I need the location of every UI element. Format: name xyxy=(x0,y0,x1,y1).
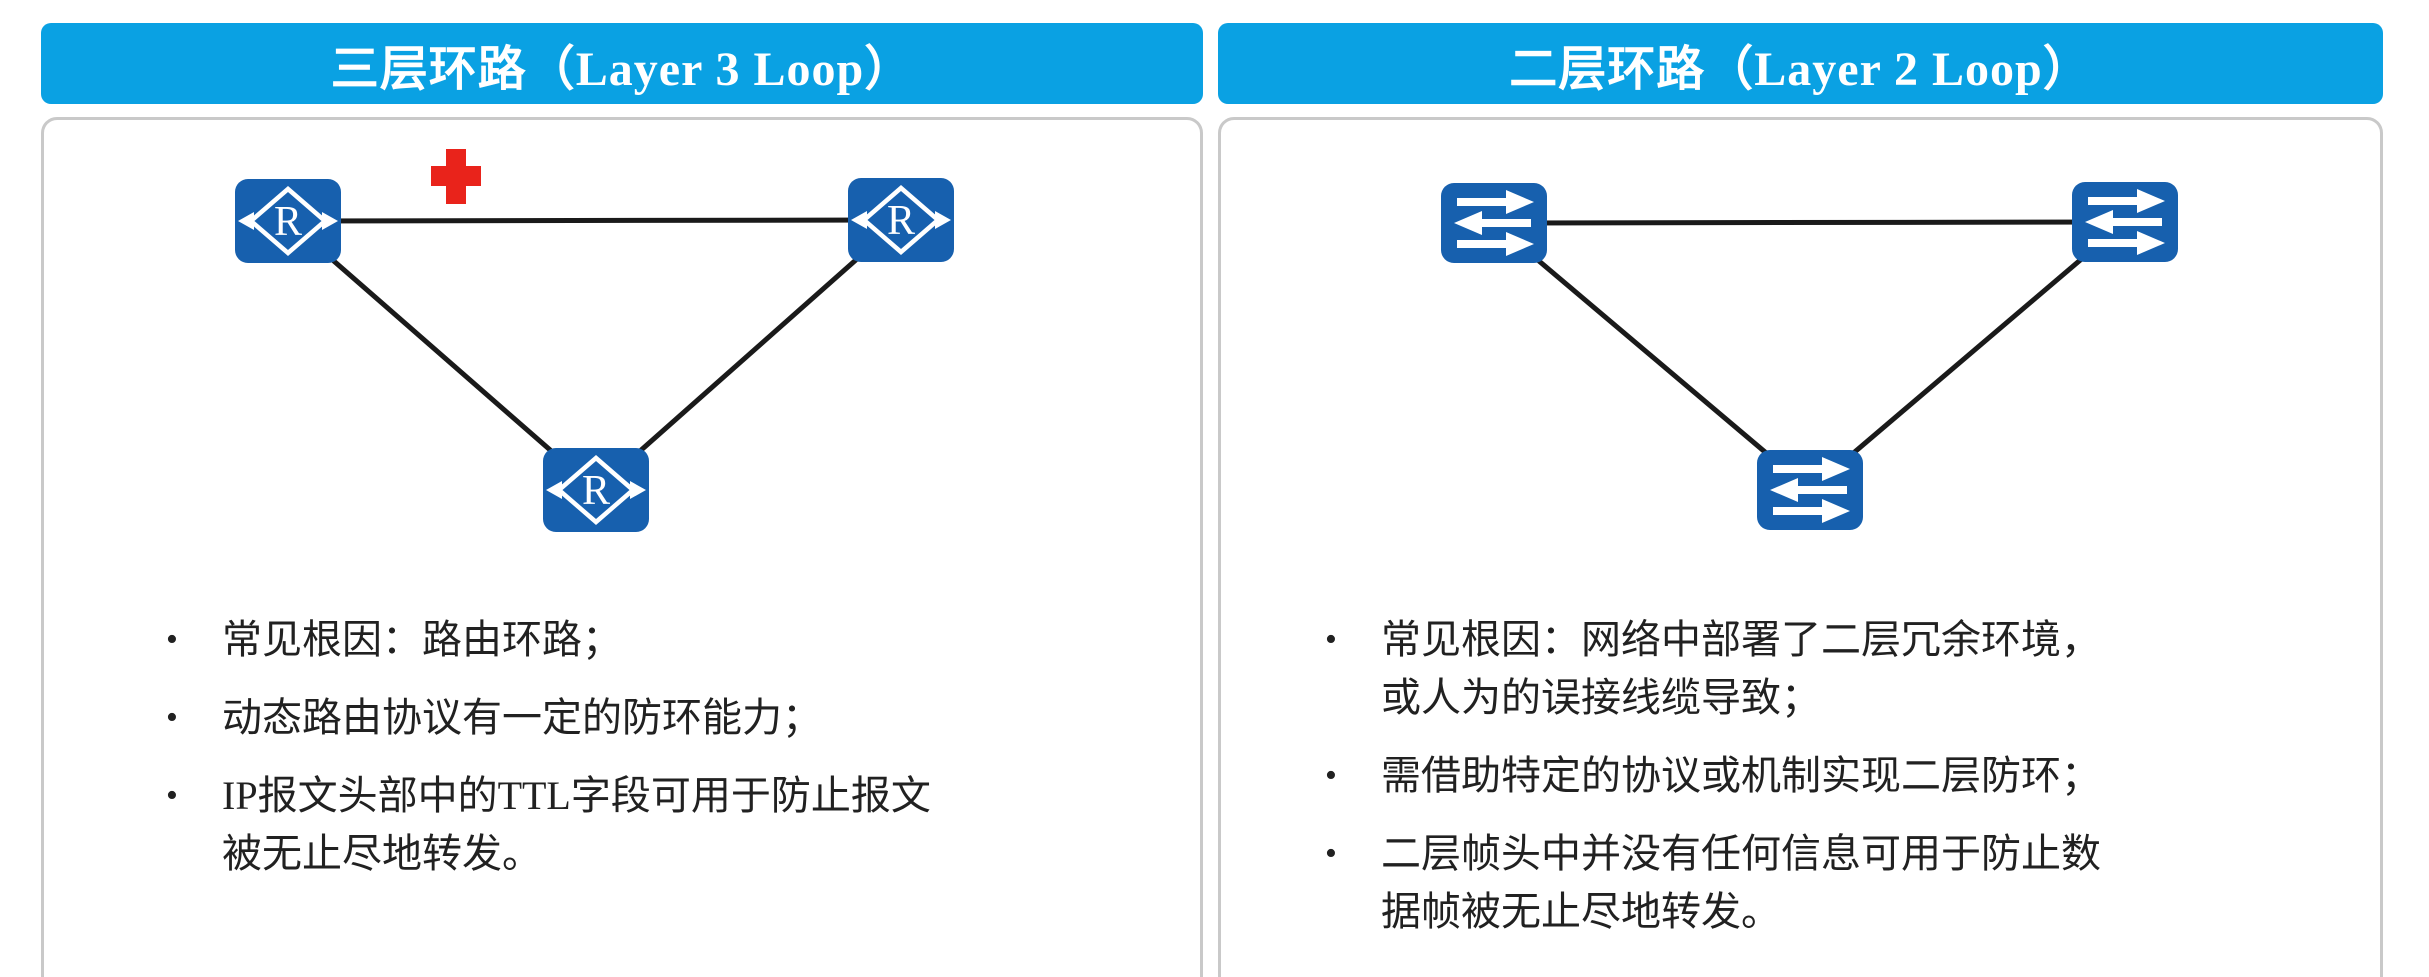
layer3-topology-diagram: R R R xyxy=(235,149,954,532)
layer2-title: 二层环路（Layer 2 Loop） xyxy=(1509,42,2092,96)
list-item: • 需借助特定的协议或机制实现二层防环； xyxy=(1221,747,2111,805)
bullet-text: IP报文头部中的TTL字段可用于防止报文被无止尽地转发。 xyxy=(222,773,931,876)
switch-node-top-left xyxy=(1441,183,1547,263)
bullet-dot: • xyxy=(1325,621,1337,658)
layer3-bullet-list: • 常见根因：路由环路； • 动态路由协议有一定的防环能力； • IP报文头部中… xyxy=(44,611,952,903)
layer3-header: 三层环路（Layer 3 Loop） xyxy=(41,23,1203,104)
layer3-links xyxy=(286,217,903,492)
layer2-topology-diagram xyxy=(1441,182,2178,530)
list-item: • 动态路由协议有一定的防环能力； xyxy=(44,689,952,747)
bullet-text: 需借助特定的协议或机制实现二层防环； xyxy=(1381,753,2101,798)
bullet-text: 常见根因：网络中部署了二层冗余环境，或人为的误接线缆导致； xyxy=(1381,617,2101,720)
link-switch-left xyxy=(1492,221,1812,492)
link-router-left xyxy=(286,219,598,492)
link-switch-right xyxy=(1808,220,2127,492)
router-label: R xyxy=(582,468,610,514)
bullet-text: 二层帧头中并没有任何信息可用于防止数据帧被无止尽地转发。 xyxy=(1381,831,2101,934)
list-item: • 二层帧头中并没有任何信息可用于防止数据帧被无止尽地转发。 xyxy=(1221,825,2111,941)
router-node-top-right: R xyxy=(848,178,954,262)
router-icon: R xyxy=(543,448,649,532)
bullet-dot: • xyxy=(166,777,178,814)
bullet-text: 常见根因：路由环路； xyxy=(222,617,622,662)
layer3-title: 三层环路（Layer 3 Loop） xyxy=(330,42,914,96)
router-icon: R xyxy=(848,178,954,262)
list-item: • 常见根因：网络中部署了二层冗余环境，或人为的误接线缆导致； xyxy=(1221,611,2111,727)
link-router-top xyxy=(287,217,902,224)
layer2-links xyxy=(1492,219,2127,492)
link-switch-top xyxy=(1493,219,2126,226)
bullet-dot: • xyxy=(1325,835,1337,872)
router-icon: R xyxy=(235,179,341,263)
link-router-right xyxy=(594,218,903,492)
switch-icon xyxy=(2072,182,2178,262)
router-node-bottom: R xyxy=(543,448,649,532)
switch-node-bottom xyxy=(1757,450,1863,530)
switch-node-top-right xyxy=(2072,182,2178,262)
list-item: • 常见根因：路由环路； xyxy=(44,611,952,669)
bullet-text: 动态路由协议有一定的防环能力； xyxy=(222,695,822,740)
router-node-top-left: R xyxy=(235,179,341,263)
router-label: R xyxy=(887,198,915,244)
switch-icon xyxy=(1757,450,1863,530)
bullet-dot: • xyxy=(1325,757,1337,794)
red-cross-icon xyxy=(431,149,481,204)
list-item: • IP报文头部中的TTL字段可用于防止报文被无止尽地转发。 xyxy=(44,767,952,883)
bullet-dot: • xyxy=(166,699,178,736)
layer3-panel: R R R xyxy=(41,117,1203,977)
layer2-bullet-list: • 常见根因：网络中部署了二层冗余环境，或人为的误接线缆导致； • 需借助特定的… xyxy=(1221,611,2111,961)
layer2-header: 二层环路（Layer 2 Loop） xyxy=(1218,23,2383,104)
layer2-panel: • 常见根因：网络中部署了二层冗余环境，或人为的误接线缆导致； • 需借助特定的… xyxy=(1218,117,2383,977)
switch-icon xyxy=(1441,183,1547,263)
router-label: R xyxy=(274,199,302,245)
bullet-dot: • xyxy=(166,621,178,658)
